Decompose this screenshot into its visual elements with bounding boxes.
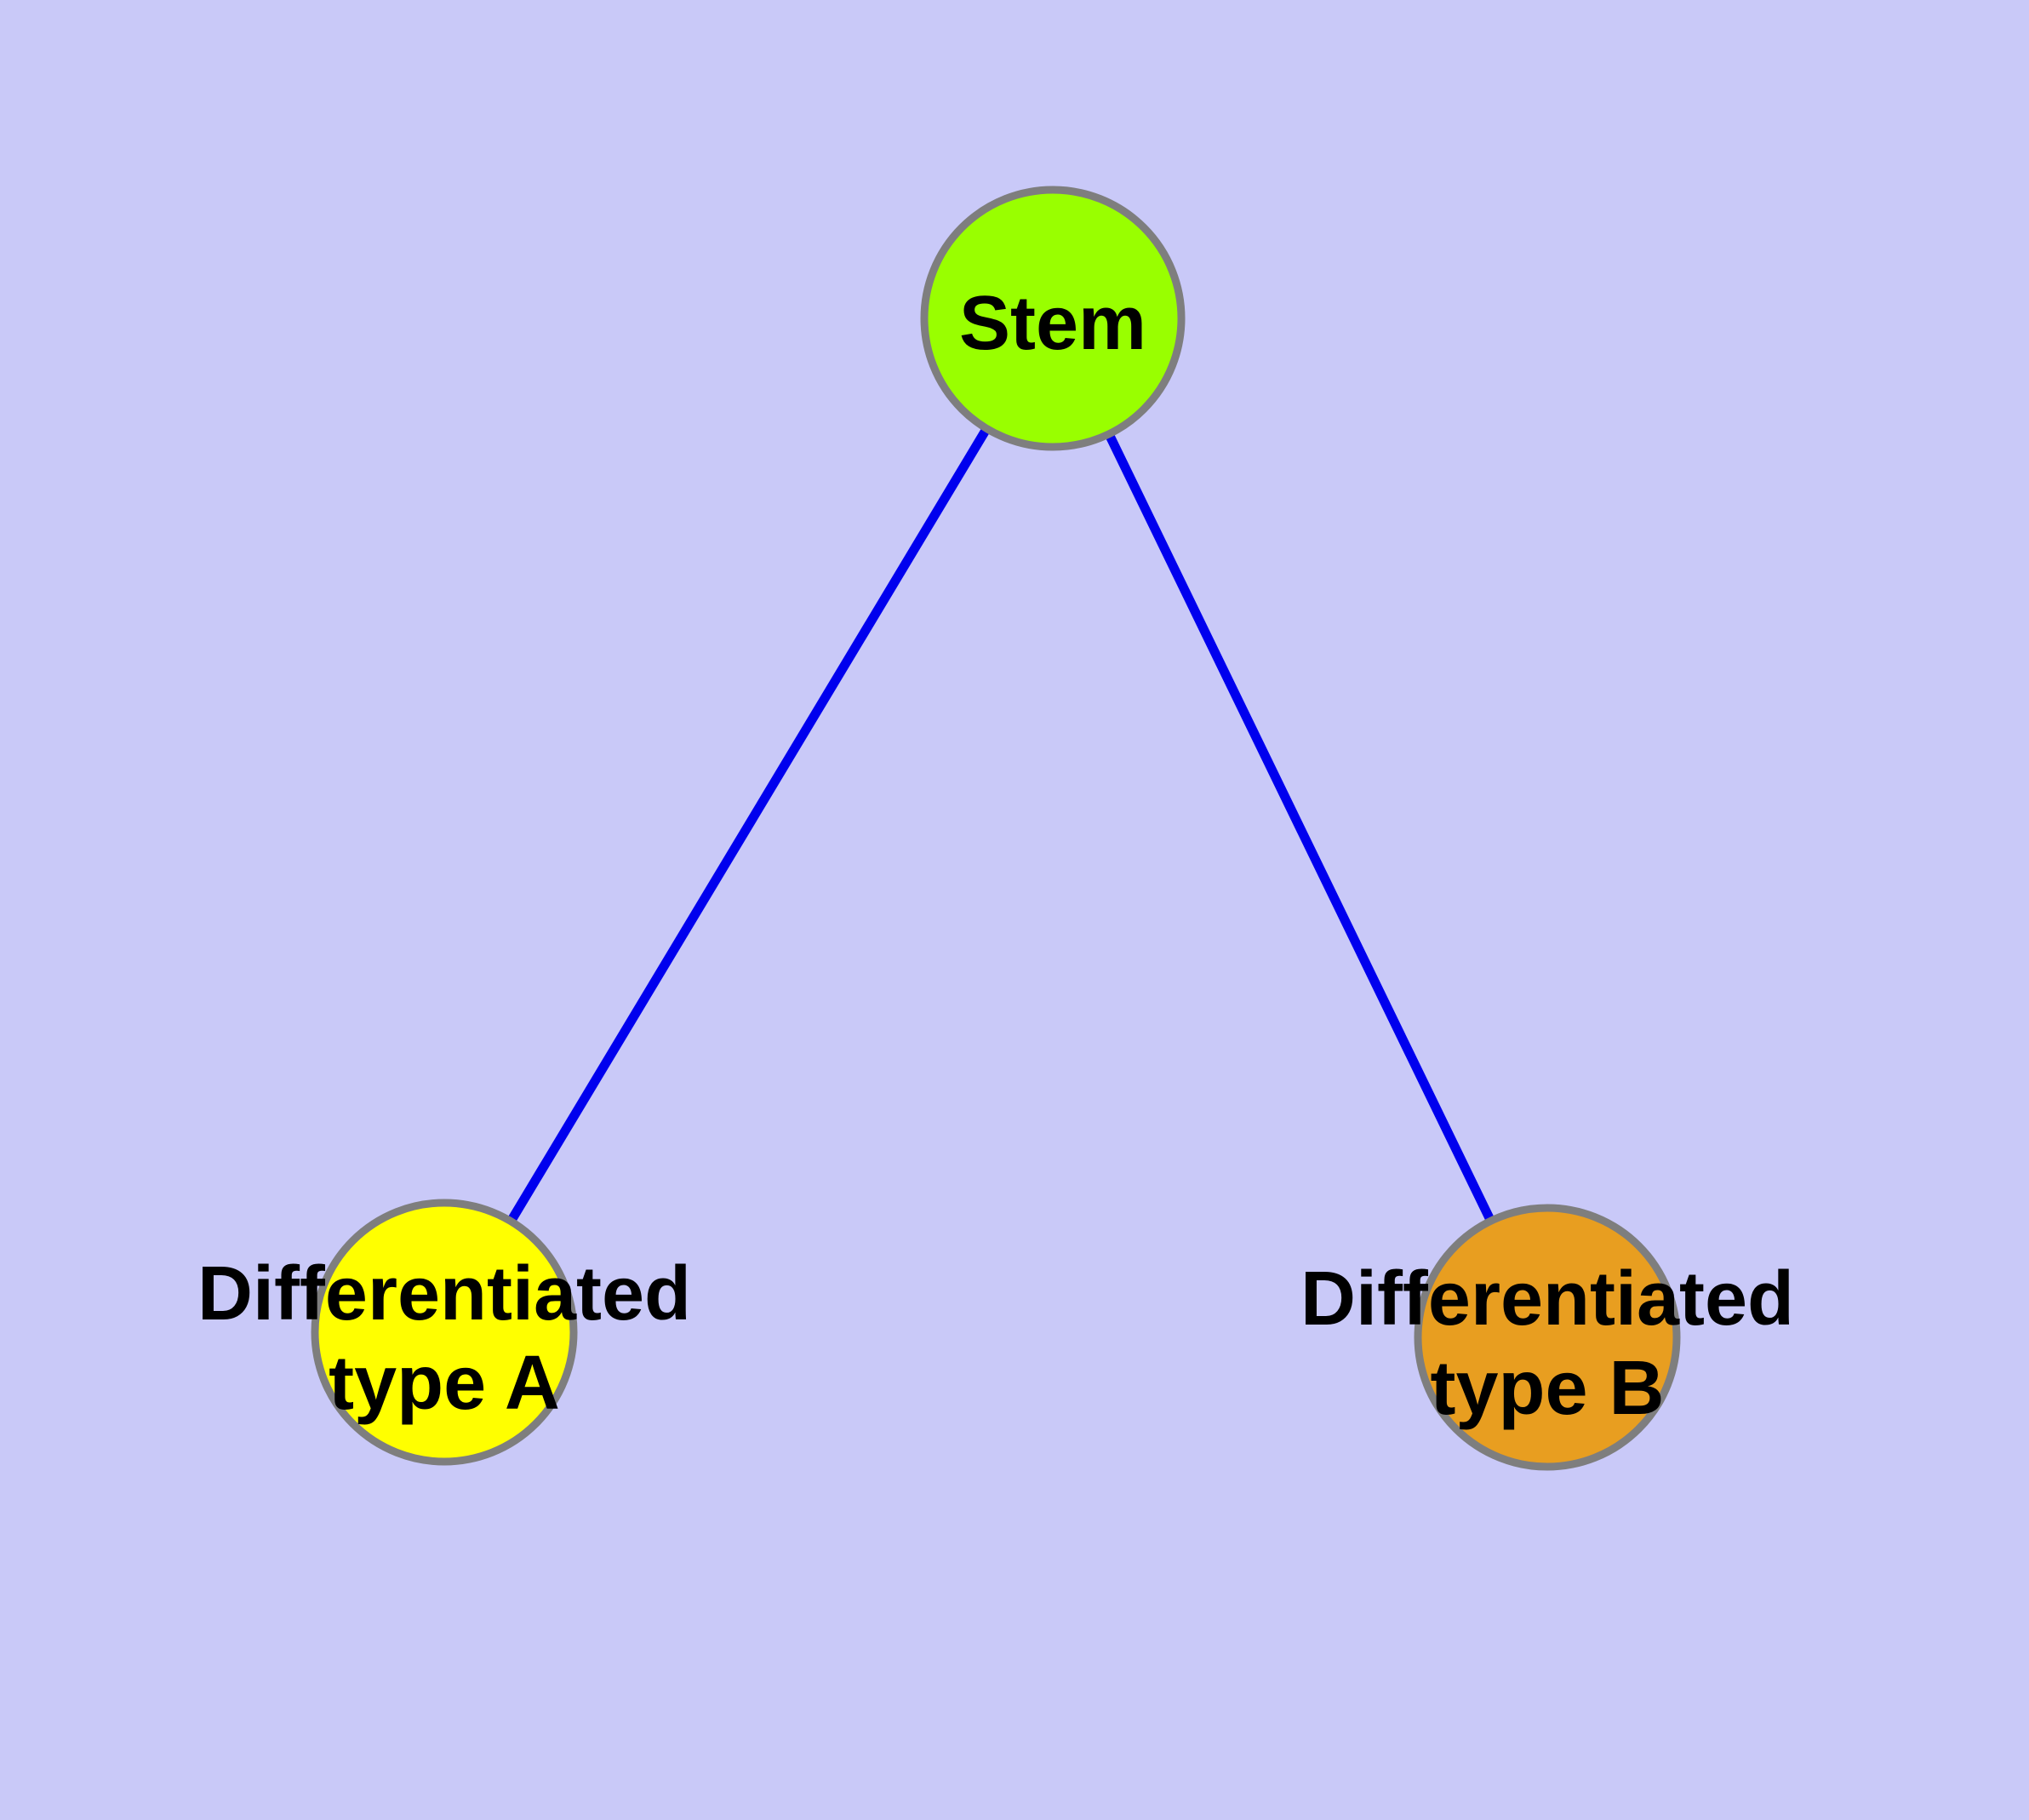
node-type-b-circle[interactable] (1414, 1204, 1681, 1471)
edge-stem-to-type-b (1049, 316, 1552, 1340)
node-type-a-circle[interactable] (311, 1199, 578, 1466)
node-stem-circle[interactable] (920, 186, 1186, 451)
node-stem-label: Stem (959, 281, 1146, 366)
node-type-b-label-line1: Differentiated (1300, 1256, 1794, 1342)
node-type-a-label-line1: Differentiated (197, 1251, 691, 1336)
node-type-a-label-line2: type A (329, 1341, 560, 1426)
edge-stem-to-type-a (440, 316, 1057, 1335)
node-type-b-label-line2: type B (1430, 1346, 1664, 1431)
